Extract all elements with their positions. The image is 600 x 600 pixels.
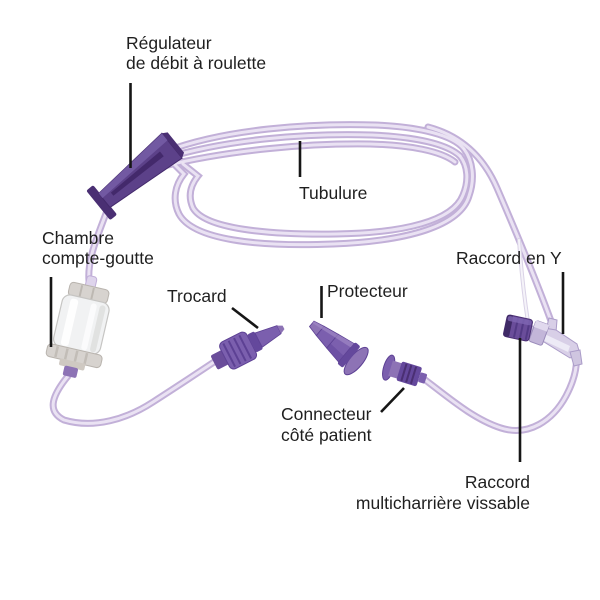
pointer-trocar bbox=[231, 306, 259, 330]
pointer-lines bbox=[49, 83, 565, 462]
y-connector bbox=[503, 314, 583, 367]
roller-clamp bbox=[86, 132, 185, 220]
pointer-patient-connector bbox=[380, 387, 405, 413]
label-trocar: Trocard bbox=[167, 286, 227, 306]
drip-chamber bbox=[45, 275, 110, 378]
label-screw-connector: Raccord multicharrière vissable bbox=[355, 472, 530, 513]
screw-connector-cap bbox=[503, 314, 533, 342]
label-regulator: Régulateur de débit à roulette bbox=[126, 33, 267, 73]
protector-cap bbox=[308, 320, 369, 376]
label-y-connector: Raccord en Y bbox=[456, 248, 562, 268]
clamp-roller-slot bbox=[110, 151, 164, 196]
trocar-spike bbox=[211, 325, 285, 370]
infusion-tubing bbox=[49, 121, 580, 434]
label-drip-chamber: Chambre compte-goutte bbox=[42, 228, 154, 268]
label-protector: Protecteur bbox=[327, 281, 408, 301]
tube-patient-to-y bbox=[420, 348, 580, 434]
patient-side-connector bbox=[382, 354, 428, 387]
label-patient-connector: Connecteur côté patient bbox=[281, 404, 372, 445]
label-tubing: Tubulure bbox=[299, 183, 368, 203]
